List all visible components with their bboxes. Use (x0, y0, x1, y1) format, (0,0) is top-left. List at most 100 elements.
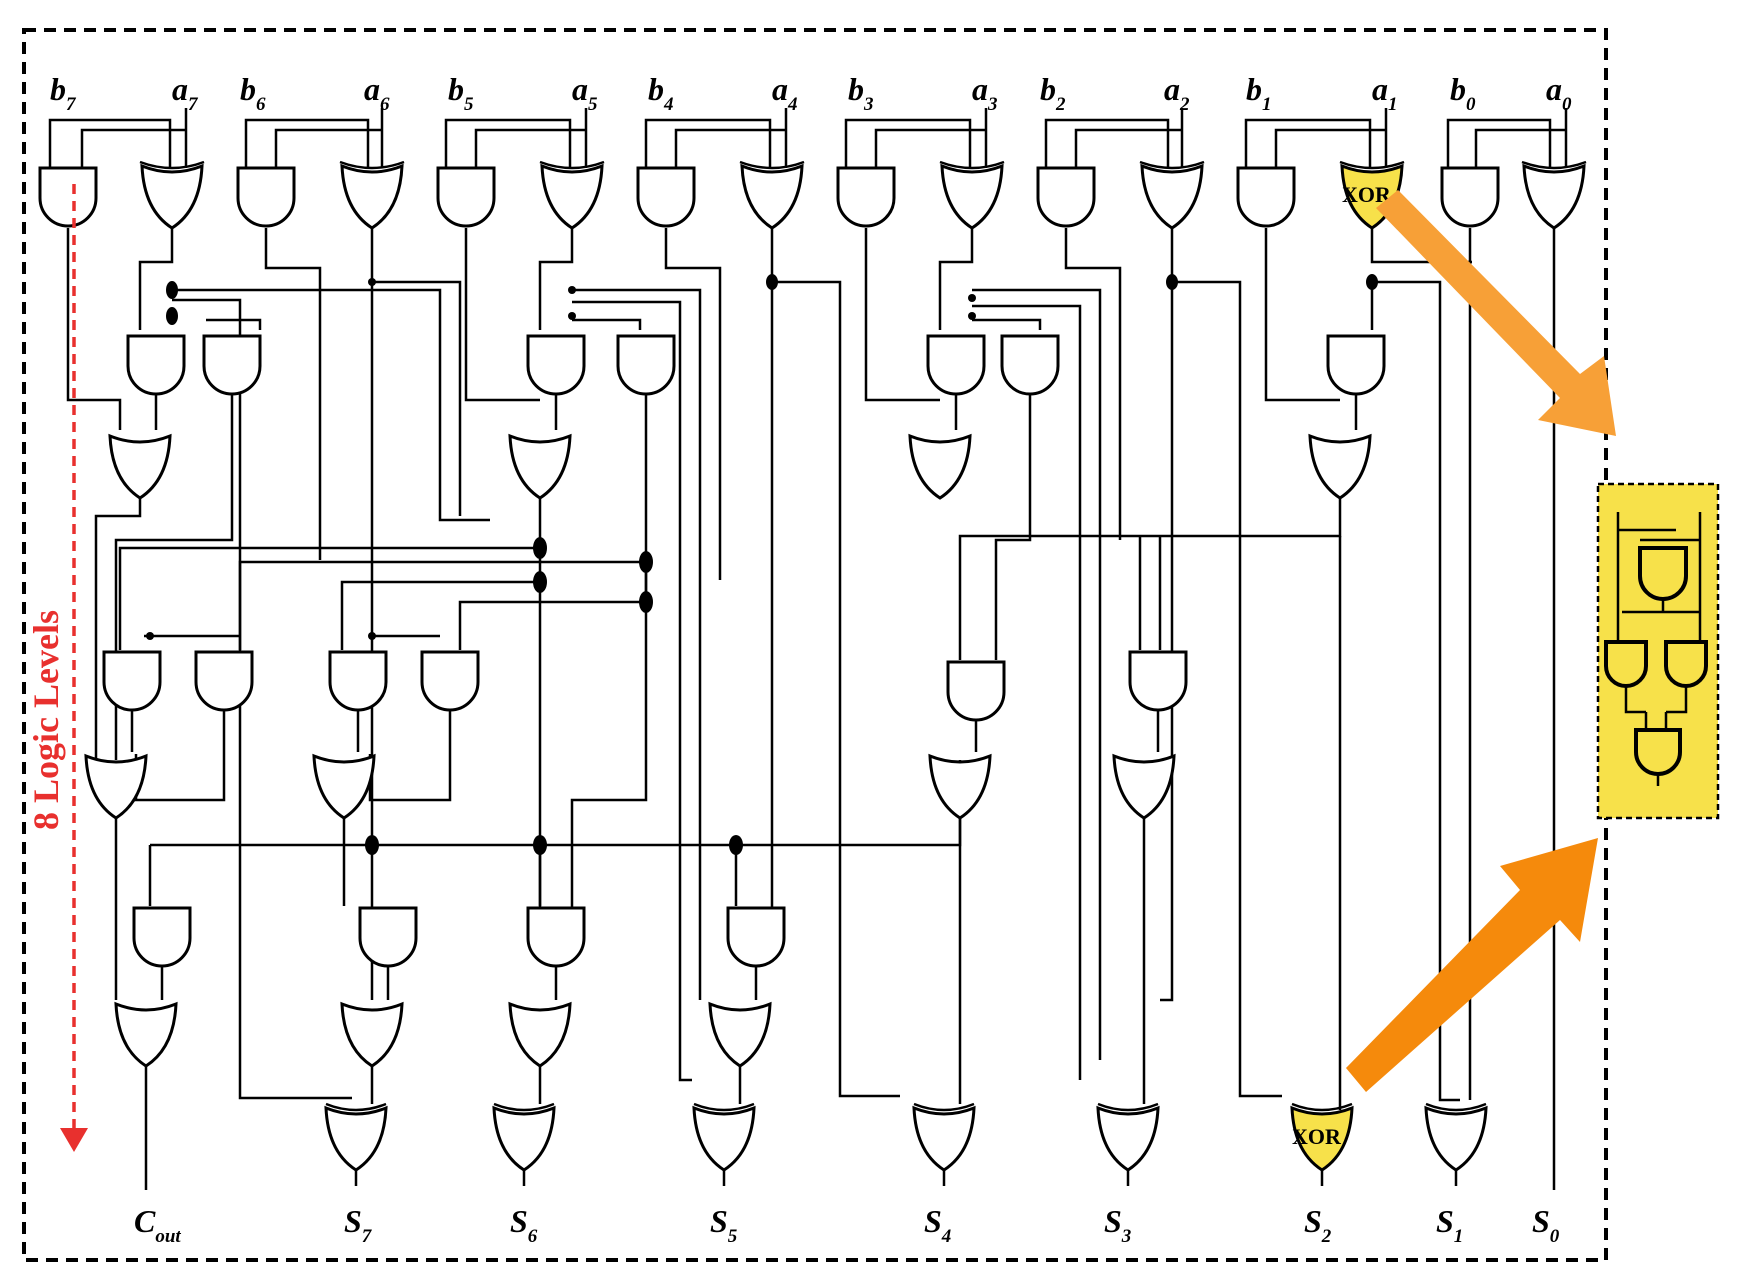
xor-gate (340, 164, 404, 230)
input-label: b1 (1246, 71, 1272, 115)
and-gate (526, 906, 586, 968)
and-gate (1128, 650, 1188, 712)
xor-gate (940, 164, 1004, 230)
junction-dot (533, 835, 547, 855)
and-gate (1000, 334, 1060, 396)
and-gate (1236, 166, 1296, 228)
or-gate (84, 754, 148, 820)
output-label: S2 (1304, 1203, 1332, 1247)
xor-detail-box (1596, 482, 1720, 820)
and-gate (1326, 334, 1386, 396)
output-label: Cout (134, 1203, 181, 1247)
junction-dot (166, 307, 178, 325)
row5-gates (84, 710, 1176, 820)
and-gate (636, 166, 696, 228)
and-gate (236, 166, 296, 228)
junction-dot (166, 281, 178, 299)
or-gate (908, 434, 972, 500)
row7-gates (114, 966, 772, 1068)
row6-gates (114, 818, 786, 1000)
and-gate (1440, 166, 1500, 228)
and-gate (38, 166, 98, 228)
or-gate (114, 1002, 178, 1068)
xor-gate (1096, 1106, 1160, 1172)
xor-gate (492, 1106, 556, 1172)
input-labels: b7 a7 b6 a6 b5 a5 b4 a4 b3 a3 b2 a2 b1 a… (50, 71, 1572, 115)
xor-gate (1424, 1106, 1488, 1172)
input-label: a2 (1164, 71, 1190, 115)
logic-levels-label: 8 Logic Levels (26, 610, 66, 830)
xor-gate (692, 1106, 756, 1172)
junction-dot (568, 286, 576, 294)
input-label: b6 (240, 71, 266, 115)
or-gate (708, 1002, 772, 1068)
or-gate (508, 434, 572, 500)
output-label: S4 (924, 1203, 951, 1247)
input-label: a7 (172, 71, 199, 115)
and-gate (420, 650, 480, 712)
xor-gate (324, 1106, 388, 1172)
input-label: a5 (572, 71, 598, 115)
output-label: S5 (710, 1203, 738, 1247)
output-label: S6 (510, 1203, 538, 1247)
outer-border (22, 28, 1608, 1262)
or-gate (508, 1002, 572, 1068)
or-gate (312, 754, 376, 820)
and-gate (358, 906, 418, 968)
input-label: a0 (1546, 71, 1572, 115)
row1-gates (38, 160, 1587, 230)
input-label: b3 (848, 71, 874, 115)
junction-dot (1166, 274, 1178, 290)
and-gate (926, 334, 986, 396)
and-gate (102, 650, 162, 712)
junction-dot (968, 294, 976, 302)
row2-gates (126, 334, 1386, 396)
or-gate (928, 754, 992, 820)
junction-dot (639, 551, 653, 573)
output-label: S1 (1436, 1203, 1463, 1247)
input-label: a6 (364, 71, 390, 115)
or-gate (340, 1002, 404, 1068)
xor-gate (912, 1106, 976, 1172)
and-gate (726, 906, 786, 968)
xor-gate (740, 164, 804, 230)
and-gate (328, 650, 388, 712)
junction-dot (729, 835, 743, 855)
junction-dot (146, 632, 154, 640)
xor-gate (1140, 164, 1204, 230)
xor-label-bottom: XOR (1292, 1124, 1342, 1149)
input-label: b7 (50, 71, 77, 115)
arrow-top (1376, 190, 1616, 436)
input-label: b4 (648, 71, 674, 115)
junction-dot (533, 571, 547, 593)
and-gate (126, 334, 186, 396)
output-label: S3 (1104, 1203, 1131, 1247)
junction-dots (146, 274, 1378, 855)
and-gate (836, 166, 896, 228)
input-label: a4 (772, 71, 798, 115)
xor-gate (1522, 164, 1586, 230)
input-wires (48, 108, 1568, 168)
output-labels: Cout S7 S6 S5 S4 S3 S2 S1 S0 (134, 1203, 1560, 1247)
and-gate (526, 334, 586, 396)
input-label: a3 (972, 71, 998, 115)
input-label: a1 (1372, 71, 1398, 115)
junction-dot (968, 312, 976, 320)
or-gate (108, 434, 172, 500)
input-label: b0 (1450, 71, 1476, 115)
mid-wiring (66, 228, 1556, 1190)
and-gate (194, 650, 254, 712)
or-gate (1112, 754, 1176, 820)
and-gate (202, 334, 262, 396)
xor-gate (140, 164, 204, 230)
junction-dot (766, 274, 778, 290)
input-label: b2 (1040, 71, 1066, 115)
and-gate (616, 334, 676, 396)
and-gate (1036, 166, 1096, 228)
row8-gates (144, 818, 1488, 1190)
or-gate (1308, 434, 1372, 500)
output-label: S7 (344, 1203, 373, 1247)
junction-dot (1366, 274, 1378, 290)
junction-dot (639, 591, 653, 613)
